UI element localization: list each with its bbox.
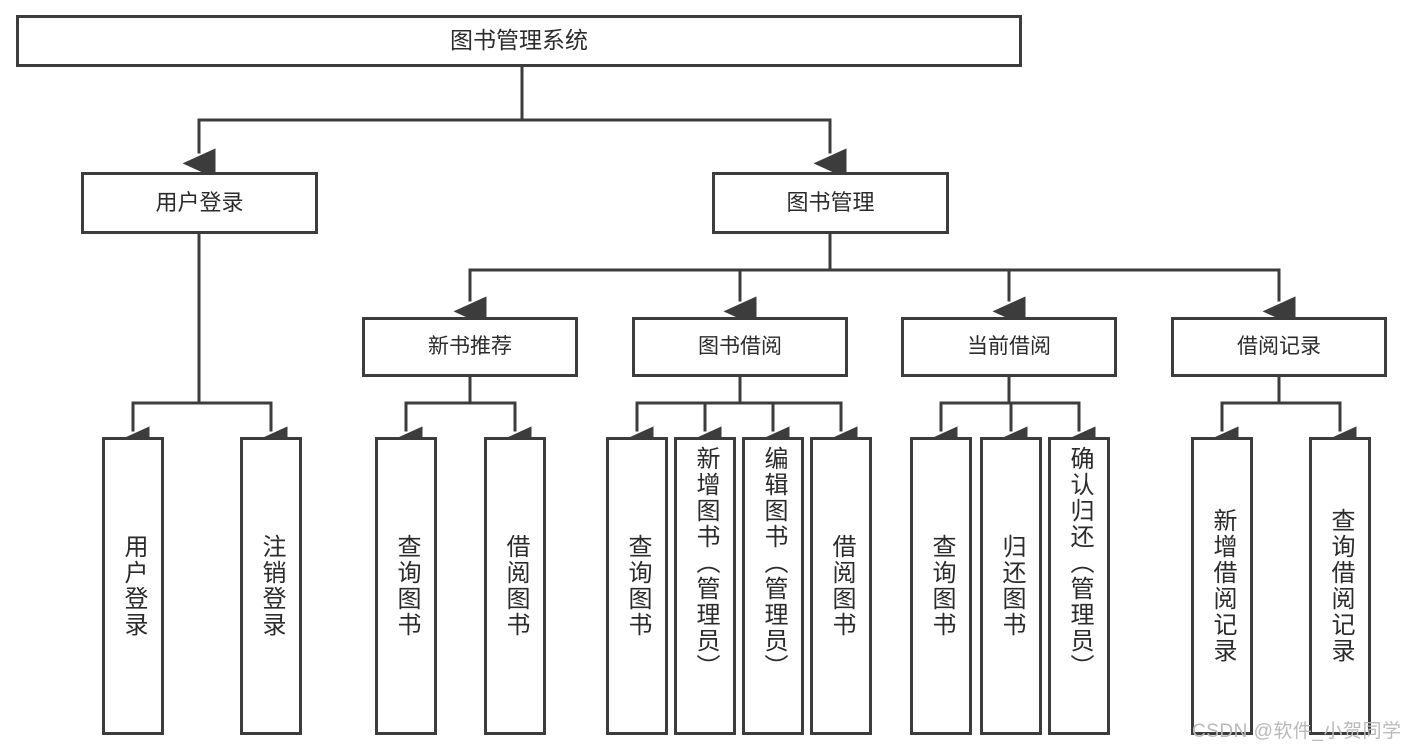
node-leaf-add-borrow-record[interactable]: 新增借阅记录	[1191, 437, 1253, 735]
watermark: CSDN @软件_小贺同学	[1192, 721, 1402, 742]
node-leaf-query-book-2-label: 查询图书	[624, 534, 651, 638]
node-leaf-return-book[interactable]: 归还图书	[980, 437, 1042, 735]
node-root-label: 图书管理系统	[450, 27, 588, 54]
node-leaf-borrow-book-1[interactable]: 借阅图书	[484, 437, 546, 735]
node-leaf-user-login-label: 用户登录	[120, 534, 147, 638]
node-leaf-confirm-return-admin-label: 确认归还（管理员）	[1066, 446, 1093, 680]
node-leaf-borrow-book-1-label: 借阅图书	[502, 534, 529, 638]
node-leaf-edit-book-admin-label: 编辑图书（管理员）	[760, 446, 787, 680]
node-leaf-add-book-admin[interactable]: 新增图书（管理员）	[674, 437, 736, 735]
node-new-book-recommend[interactable]: 新书推荐	[362, 317, 578, 377]
node-borrow-record-label: 借阅记录	[1237, 334, 1321, 358]
node-leaf-query-book-1-label: 查询图书	[393, 534, 420, 638]
node-leaf-query-book-3[interactable]: 查询图书	[910, 437, 972, 735]
node-leaf-query-book-3-label: 查询图书	[928, 534, 955, 638]
node-borrow-record[interactable]: 借阅记录	[1171, 317, 1387, 377]
node-leaf-add-borrow-record-label: 新增借阅记录	[1209, 508, 1236, 664]
node-book-borrow-label: 图书借阅	[698, 334, 782, 358]
node-leaf-query-book-2[interactable]: 查询图书	[606, 437, 668, 735]
node-leaf-borrow-book-2-label: 借阅图书	[828, 534, 855, 638]
node-leaf-logout[interactable]: 注销登录	[240, 437, 302, 735]
node-leaf-user-login[interactable]: 用户登录	[102, 437, 164, 735]
node-root[interactable]: 图书管理系统	[16, 15, 1022, 67]
node-new-book-recommend-label: 新书推荐	[428, 334, 512, 358]
node-leaf-query-borrow-record[interactable]: 查询借阅记录	[1309, 437, 1371, 735]
node-current-borrow[interactable]: 当前借阅	[901, 317, 1117, 377]
node-leaf-query-book-1[interactable]: 查询图书	[375, 437, 437, 735]
node-book-management-label: 图书管理	[786, 190, 875, 216]
node-leaf-add-book-admin-label: 新增图书（管理员）	[692, 446, 719, 680]
node-user-login-label: 用户登录	[155, 190, 244, 216]
node-leaf-return-book-label: 归还图书	[998, 534, 1025, 638]
node-leaf-logout-label: 注销登录	[258, 534, 285, 638]
node-leaf-query-borrow-record-label: 查询借阅记录	[1327, 508, 1354, 664]
node-book-management[interactable]: 图书管理	[712, 172, 949, 234]
node-current-borrow-label: 当前借阅	[967, 334, 1051, 358]
node-leaf-edit-book-admin[interactable]: 编辑图书（管理员）	[742, 437, 804, 735]
node-leaf-borrow-book-2[interactable]: 借阅图书	[810, 437, 872, 735]
node-user-login[interactable]: 用户登录	[81, 172, 318, 234]
node-leaf-confirm-return-admin[interactable]: 确认归还（管理员）	[1048, 437, 1110, 735]
node-book-borrow[interactable]: 图书借阅	[632, 317, 848, 377]
